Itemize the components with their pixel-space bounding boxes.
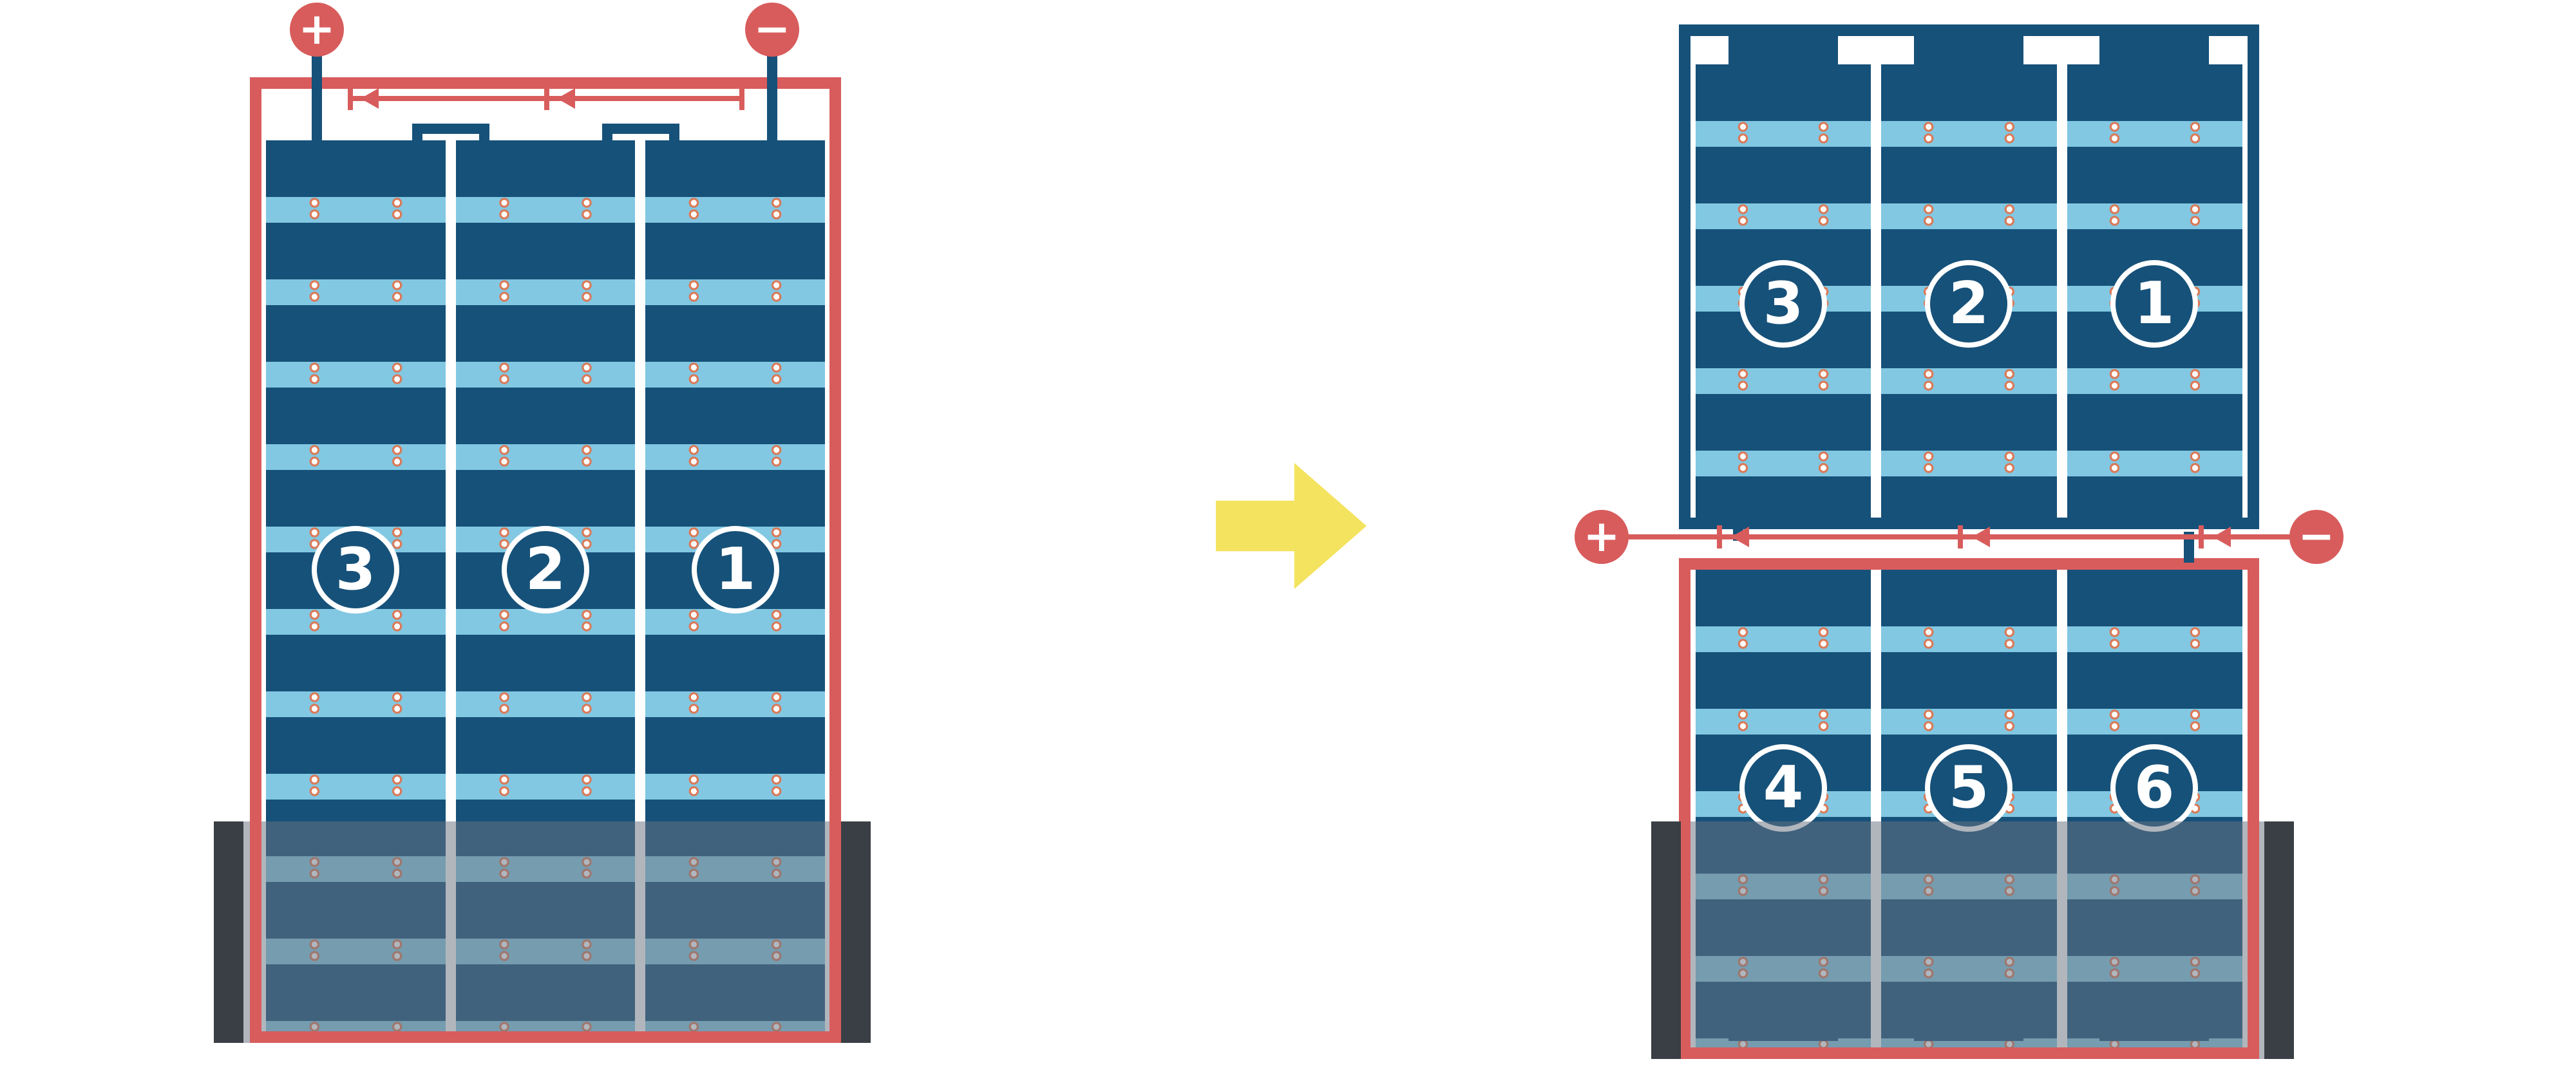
current-arrow-icon <box>1731 527 1749 547</box>
left-plus-terminal: + <box>290 3 344 57</box>
shadow-overlay <box>214 821 871 1043</box>
cell-string-label: 3 <box>312 526 399 614</box>
current-arrow-icon <box>1972 527 1990 547</box>
cell-string-label: 5 <box>1925 744 2012 832</box>
bus-tick <box>348 87 353 110</box>
panel-link-stub <box>2184 532 2194 563</box>
left-panel-frame <box>250 77 841 1043</box>
current-arrow-icon <box>557 88 575 109</box>
shadow-bar-right <box>841 821 871 1043</box>
bus-tick <box>2199 525 2204 548</box>
cell-string-label: 2 <box>502 526 589 614</box>
right-top-panel-frame <box>1679 24 2259 529</box>
right-bottom-panel-frame <box>1679 558 2259 1059</box>
top-bracket-connector <box>412 124 489 165</box>
cell-string-label: 1 <box>2110 260 2198 348</box>
minus-lead <box>767 45 777 148</box>
top-tab-connector <box>2099 36 2209 70</box>
cell-string-label: 2 <box>1925 260 2012 348</box>
top-bracket-connector <box>602 124 679 165</box>
shadow-overlay <box>1651 821 2294 1059</box>
current-arrow-icon <box>361 88 379 109</box>
cell-string-label: 3 <box>1739 260 1827 348</box>
shadow-bar-left <box>214 821 243 1043</box>
plus-icon: + <box>298 4 336 55</box>
shadow-bar-left <box>1651 821 1681 1059</box>
minus-icon: − <box>753 4 791 55</box>
top-tab-connector <box>1914 36 2023 70</box>
bus-tick <box>739 87 744 110</box>
bus-tick <box>544 87 549 110</box>
left-minus-terminal: − <box>745 3 799 57</box>
cell-string-label: 1 <box>692 526 779 614</box>
shadow-bar-right <box>2264 821 2294 1059</box>
plus-icon: + <box>1583 511 1620 562</box>
current-arrow-icon <box>2213 527 2231 547</box>
minus-icon: − <box>2298 511 2335 562</box>
bus-tick <box>1717 525 1722 548</box>
right-plus-terminal: + <box>1575 510 1629 564</box>
cell-string-label: 6 <box>2110 744 2198 832</box>
right-minus-terminal: − <box>2289 510 2344 564</box>
transform-arrow-icon <box>1216 463 1367 589</box>
bus-tick <box>1958 525 1963 548</box>
top-tab-connector <box>1728 36 1838 70</box>
plus-lead <box>312 45 322 148</box>
